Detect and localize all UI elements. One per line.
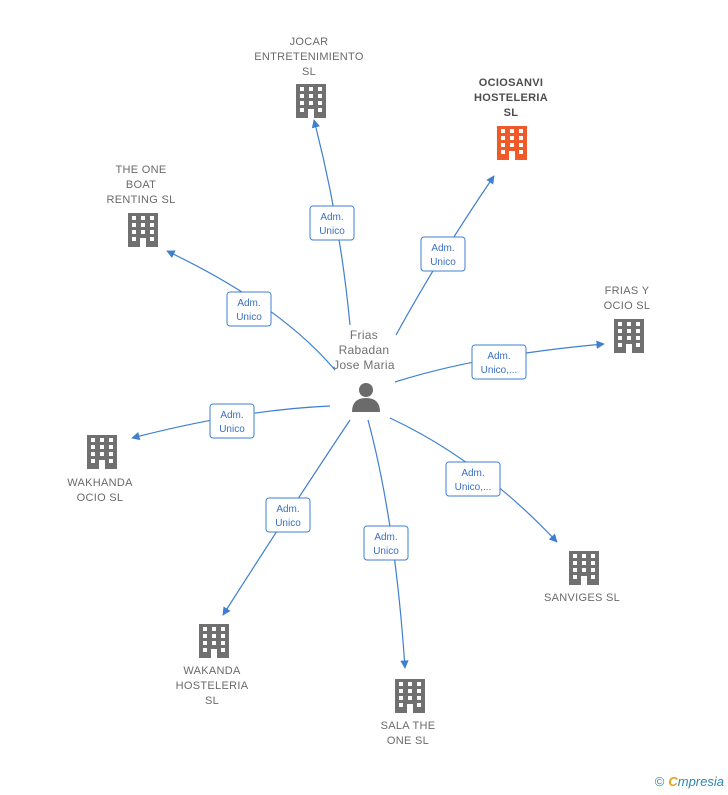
- role-label-line: Adm.: [487, 351, 510, 362]
- role-label-line: Adm.: [237, 298, 260, 309]
- company-node-wakanda[interactable]: WAKANDA HOSTELERIA SL: [176, 624, 249, 707]
- building-icon: [296, 84, 326, 118]
- role-label-line: Unico: [319, 226, 345, 237]
- company-node-wakhanda[interactable]: WAKHANDA OCIO SL: [67, 435, 133, 504]
- brand-logo-letter: C: [668, 774, 678, 789]
- role-label-ociosanvi: Adm. Unico: [420, 236, 466, 272]
- company-name-line: WAKANDA: [183, 665, 241, 677]
- building-icon: [569, 551, 599, 585]
- brand-watermark[interactable]: ©Cmpresia: [655, 774, 724, 789]
- role-label-line: Unico: [430, 257, 456, 268]
- building-icon: [614, 319, 644, 353]
- company-name-line: ONE SL: [387, 735, 429, 747]
- company-name-line: SALA THE: [381, 720, 436, 732]
- person-name-line: Rabadan: [339, 343, 390, 357]
- building-icon: [199, 624, 229, 658]
- company-name-line: BOAT: [126, 179, 156, 191]
- person-name-line: Frias: [350, 328, 378, 342]
- role-label-sala-the-one: Adm. Unico: [363, 525, 409, 561]
- role-label-jocar: Adm. Unico: [309, 205, 355, 241]
- role-label-wakhanda: Adm. Unico: [209, 403, 255, 439]
- company-name-line: JOCAR: [290, 36, 329, 48]
- building-icon: [497, 126, 527, 160]
- role-label-line: Adm.: [276, 504, 299, 515]
- role-label-line: Unico: [236, 312, 262, 323]
- company-name-line: OCIOSANVI: [479, 77, 543, 89]
- company-name-line: SL: [205, 695, 219, 707]
- person-node[interactable]: Frias Rabadan Jose Maria: [333, 328, 395, 412]
- company-node-ociosanvi[interactable]: OCIOSANVI HOSTELERIA SL: [474, 77, 548, 160]
- company-name-line: HOSTELERIA: [176, 680, 249, 692]
- company-node-the-one-boat[interactable]: THE ONE BOAT RENTING SL: [106, 164, 175, 247]
- role-label-line: Unico: [373, 546, 399, 557]
- company-node-sanviges[interactable]: SANVIGES SL: [544, 551, 620, 604]
- role-label-line: Unico: [219, 424, 245, 435]
- company-name-line: OCIO SL: [604, 300, 651, 312]
- company-name-line: FRIAS Y: [605, 285, 650, 297]
- company-name-line: SANVIGES SL: [544, 592, 620, 604]
- company-node-jocar[interactable]: JOCAR ENTRETENIMIENTO SL: [254, 36, 364, 118]
- role-label-sanviges: Adm. Unico,...: [445, 461, 501, 497]
- role-label-line: Unico: [275, 518, 301, 529]
- company-name-line: THE ONE: [116, 164, 167, 176]
- building-icon: [128, 213, 158, 247]
- building-icon: [87, 435, 117, 469]
- company-name-line: WAKHANDA: [67, 477, 133, 489]
- brand-logo-text: mpresia: [677, 774, 724, 789]
- role-label-line: Adm.: [320, 212, 343, 223]
- company-name-line: SL: [302, 66, 316, 78]
- person-name-line: Jose Maria: [333, 358, 395, 372]
- role-label-line: Adm.: [461, 468, 484, 479]
- company-name-line: RENTING SL: [106, 194, 175, 206]
- building-icon: [395, 679, 425, 713]
- role-label-line: Unico,...: [455, 482, 492, 493]
- company-node-frias-y-ocio[interactable]: FRIAS Y OCIO SL: [604, 285, 651, 353]
- company-name-line: OCIO SL: [77, 492, 124, 504]
- company-name-line: SL: [504, 107, 519, 119]
- copyright-icon: ©: [654, 774, 665, 789]
- company-name-line: ENTRETENIMIENTO: [254, 51, 364, 63]
- role-label-wakanda: Adm. Unico: [265, 497, 311, 533]
- company-node-sala-the-one[interactable]: SALA THE ONE SL: [381, 679, 436, 747]
- company-name-line: HOSTELERIA: [474, 92, 548, 104]
- role-label-line: Adm.: [431, 243, 454, 254]
- role-label-line: Unico,...: [481, 365, 518, 376]
- role-label-line: Adm.: [374, 532, 397, 543]
- role-label-frias-y-ocio: Adm. Unico,...: [471, 344, 527, 380]
- role-label-the-one-boat: Adm. Unico: [226, 291, 272, 327]
- role-label-line: Adm.: [220, 410, 243, 421]
- person-icon: [352, 383, 380, 412]
